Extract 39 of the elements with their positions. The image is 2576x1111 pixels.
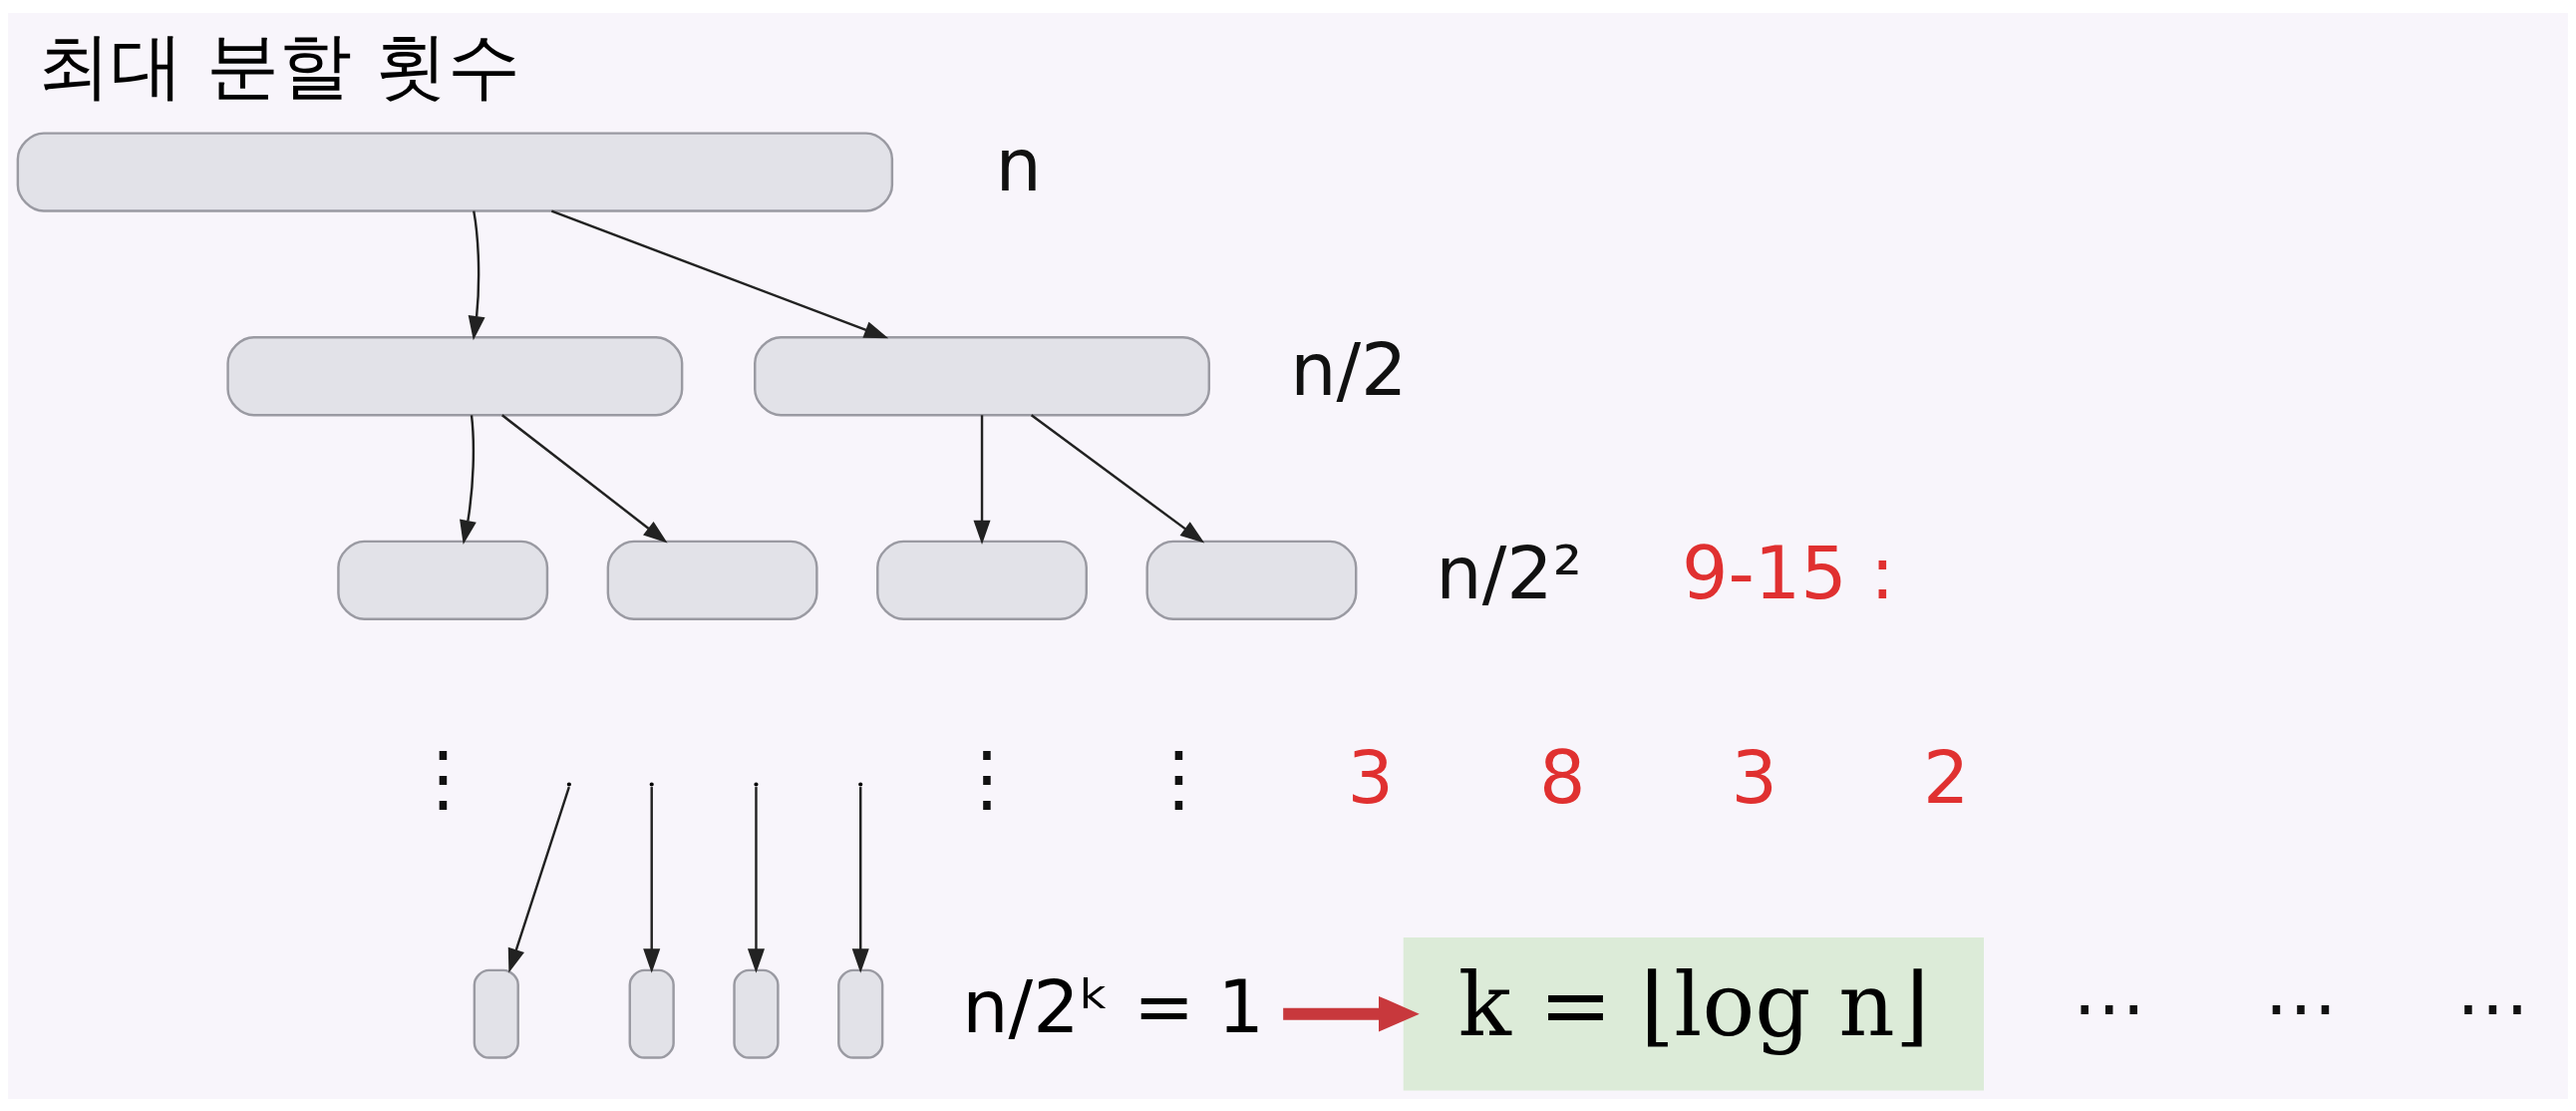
node-bar	[733, 968, 780, 1059]
arrow	[507, 786, 570, 973]
label: 2	[1922, 734, 1970, 820]
label: n	[995, 122, 1042, 207]
node-bar	[837, 968, 884, 1059]
node-bar	[473, 968, 519, 1059]
label: ⋯	[2455, 963, 2529, 1049]
label: ⋮	[406, 734, 480, 820]
arrow	[1283, 995, 1420, 1032]
node-text: n/2ᵏ = 1	[962, 963, 1264, 1049]
arrow	[1030, 413, 1205, 544]
label: 9-15 :	[1682, 530, 1895, 615]
node-bar	[16, 131, 894, 212]
node-bar	[337, 540, 549, 620]
node-bar	[754, 335, 1211, 416]
label: ⋮	[1141, 734, 1215, 820]
arrow	[550, 209, 889, 338]
label: n/2²	[1436, 530, 1583, 615]
arrow	[468, 209, 485, 340]
node-bar	[876, 540, 1088, 620]
label: ⋯	[2264, 963, 2338, 1049]
node-bar	[606, 540, 818, 620]
label: 3	[1347, 734, 1395, 820]
arrow	[501, 413, 668, 544]
arrow	[973, 414, 991, 545]
diagram-title: 최대 분할 횟수	[37, 22, 520, 108]
node-box: k = ⌊log n⌋	[1403, 936, 1984, 1090]
label: 8	[1539, 734, 1586, 820]
label: 3	[1731, 734, 1778, 820]
arrow	[851, 786, 869, 973]
label: ⋮	[950, 734, 1024, 820]
arrow	[643, 786, 661, 973]
label: n/2	[1290, 325, 1408, 411]
arrow	[747, 786, 765, 973]
node-bar	[226, 335, 684, 416]
node-bar	[1145, 540, 1358, 620]
node-bar	[628, 968, 675, 1059]
label: ⋯	[2072, 963, 2145, 1049]
arrow	[460, 414, 477, 545]
